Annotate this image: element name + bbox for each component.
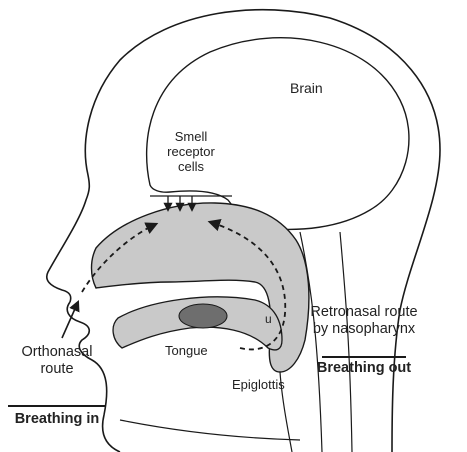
brain-label: Brain	[290, 80, 323, 96]
smell-label-line2: receptor	[160, 145, 222, 160]
orthonasal-label-line1: Orthonasal	[4, 344, 110, 361]
smell-label-line3: cells	[160, 160, 222, 175]
breathing-in-label: Breathing in	[4, 411, 110, 428]
lower-jaw-line	[120, 420, 300, 440]
orthonasal-label: Orthonasal route	[4, 344, 110, 377]
smell-label-line1: Smell	[160, 130, 222, 145]
epiglottis-label: Epiglottis	[232, 378, 285, 393]
retronasal-label-line2: by nasopharynx	[302, 321, 426, 338]
u-label: u	[265, 313, 272, 327]
retronasal-label: Retronasal route by nasopharynx	[302, 304, 426, 337]
brainstem-line-right	[340, 232, 352, 452]
breathing-out-label: Breathing out	[306, 360, 422, 377]
orthonasal-label-line2: route	[4, 361, 110, 378]
smell-receptor-label: Smell receptor cells	[160, 130, 222, 175]
tongue-label: Tongue	[165, 344, 208, 359]
retronasal-label-line1: Retronasal route	[302, 304, 426, 321]
tongue-dark-oval	[179, 304, 227, 328]
